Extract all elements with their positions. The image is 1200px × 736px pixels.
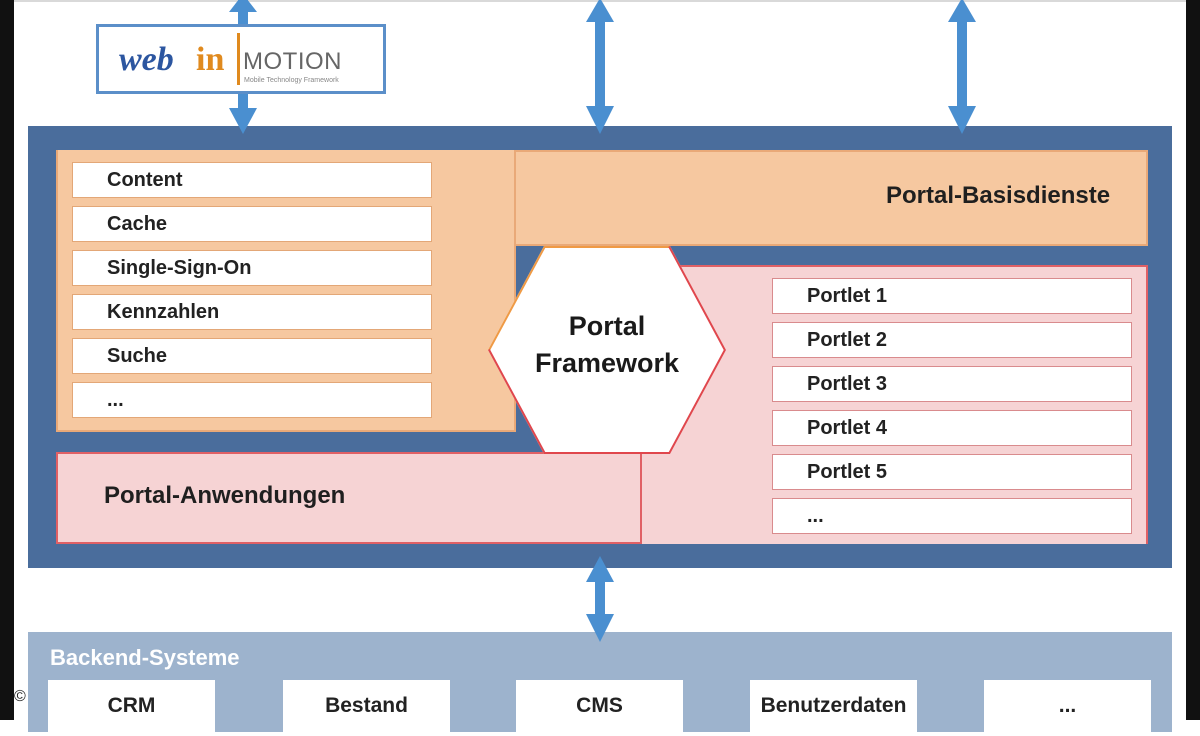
framework-label-line1: Portal <box>568 311 646 341</box>
connection-arrows <box>229 0 976 642</box>
logo-divider <box>237 33 240 85</box>
service-item-suche: Suche <box>72 338 432 374</box>
arrow-top-right <box>948 0 976 134</box>
portal-anwendungen-title: Portal-Anwendungen <box>104 482 346 509</box>
logo-text-in: in <box>196 41 225 78</box>
service-item-more: ... <box>72 382 432 418</box>
logo-text-web: web <box>119 41 174 78</box>
arrow-logo-to-portal <box>229 0 257 134</box>
portlet-item-4: Portlet 4 <box>772 410 1132 446</box>
backend-systeme-title: Backend-Systeme <box>50 645 240 670</box>
logo-tagline: Mobile Technology Framework <box>244 77 339 84</box>
portlet-item-1: Portlet 1 <box>772 278 1132 314</box>
arrow-top-center <box>586 0 614 134</box>
service-item-content: Content <box>72 162 432 198</box>
portal-basisdienste-title: Portal-Basisdienste <box>886 182 1111 209</box>
service-item-single-sign-on: Single-Sign-On <box>72 250 432 286</box>
portlet-item-2: Portlet 2 <box>772 322 1132 358</box>
frame-border-right <box>1186 0 1200 720</box>
service-item-cache: Cache <box>72 206 432 242</box>
service-item-kennzahlen: Kennzahlen <box>72 294 432 330</box>
copyright-mark: © <box>14 688 26 705</box>
framework-label-line2: Framework <box>534 348 680 378</box>
portlet-item-3: Portlet 3 <box>772 366 1132 402</box>
portlet-item-more: ... <box>772 498 1132 534</box>
logo-text-motion: MOTION <box>243 48 342 75</box>
webinmotion-logo: web in MOTION Mobile Technology Framewor… <box>96 24 386 94</box>
frame-border-left <box>0 0 14 720</box>
arrow-portal-to-backend <box>586 556 614 642</box>
portlet-item-5: Portlet 5 <box>772 454 1132 490</box>
portal-framework-hexagon <box>488 246 726 454</box>
